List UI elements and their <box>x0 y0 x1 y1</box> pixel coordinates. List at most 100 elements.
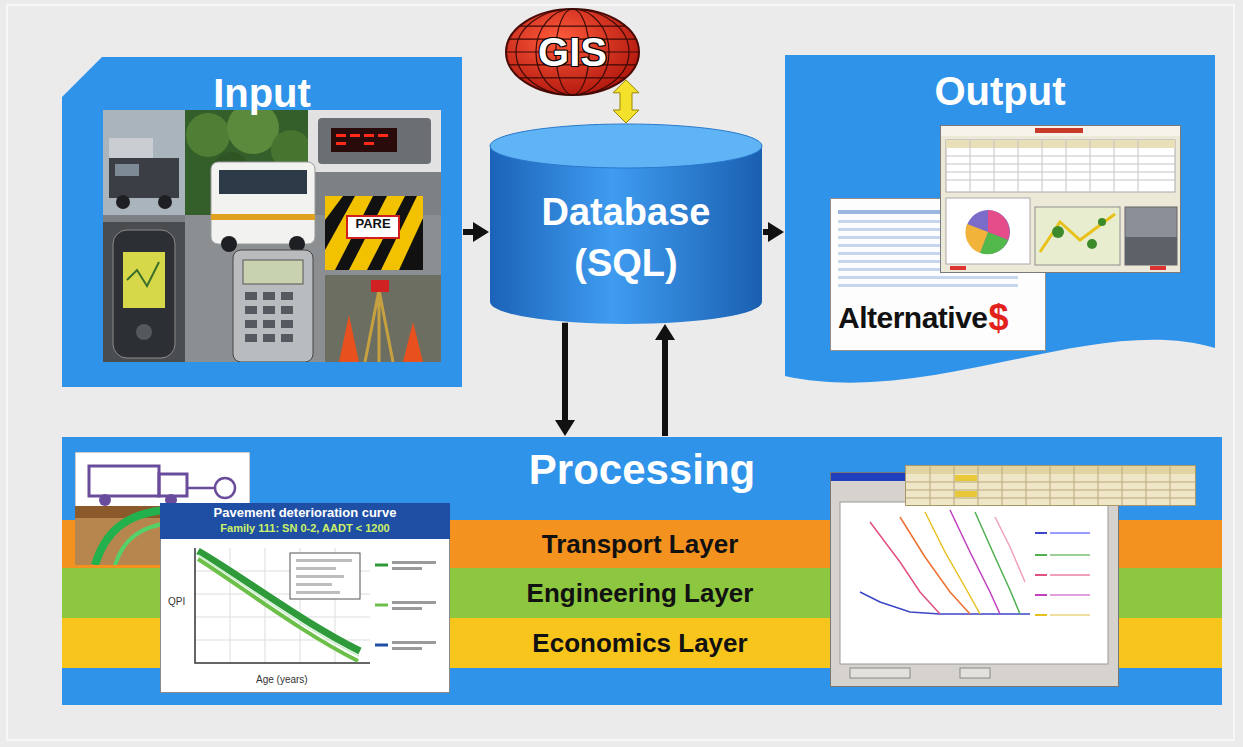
line-shape <box>946 172 1175 173</box>
rect-shape <box>1035 532 1047 534</box>
g-shape <box>195 548 370 663</box>
rect-shape <box>263 306 275 314</box>
rect-shape <box>325 196 423 270</box>
line-shape <box>1042 140 1043 192</box>
rect-shape <box>331 128 397 152</box>
rect-shape <box>838 284 1018 287</box>
rect-shape <box>89 466 159 496</box>
rect-shape <box>296 583 332 586</box>
panel-shape <box>62 57 462 387</box>
rect-shape <box>1035 207 1120 265</box>
node-title: GIS <box>505 28 640 76</box>
rect-shape <box>263 320 275 328</box>
circle-shape <box>186 113 230 157</box>
circle-shape <box>221 236 237 252</box>
rect-shape <box>115 164 139 176</box>
globe-parallel <box>519 77 625 78</box>
rect-shape <box>123 252 165 308</box>
database-cylinder: Database (SQL) <box>490 124 762 324</box>
axis-label: QPI <box>168 596 185 608</box>
output-panel: Output <box>785 55 1215 390</box>
flow-arrow <box>655 324 675 436</box>
line-shape <box>978 466 979 505</box>
rect-shape <box>263 334 275 342</box>
rect-shape <box>325 275 441 362</box>
rect-shape <box>296 567 336 570</box>
flow-arrow <box>463 222 489 242</box>
cylinder-top <box>490 124 762 168</box>
line-shape <box>1074 466 1075 505</box>
path-shape <box>975 512 1020 614</box>
line-shape <box>946 164 1175 165</box>
rect-shape <box>336 134 346 137</box>
dollar-sign: $ <box>989 296 1009 339</box>
path-shape <box>195 548 370 663</box>
rect-shape <box>1050 594 1090 596</box>
globe-parallel <box>519 26 625 27</box>
rect-shape <box>392 601 436 604</box>
path-shape <box>995 517 1025 582</box>
panel-shape <box>785 55 1215 383</box>
circle-shape <box>136 324 152 340</box>
rect-shape <box>281 292 293 300</box>
rect-shape <box>392 641 436 644</box>
circle-shape <box>1052 226 1064 238</box>
rect-shape <box>103 110 185 215</box>
flow-arrow <box>555 323 575 436</box>
rect-shape <box>318 118 431 164</box>
path-shape <box>127 262 159 286</box>
line-shape <box>946 180 1175 181</box>
rect-shape <box>211 162 315 244</box>
circle-shape <box>966 210 1010 254</box>
line-shape <box>1018 140 1019 192</box>
rect-shape <box>941 126 1181 273</box>
rect-shape <box>245 292 257 300</box>
rect-shape <box>392 561 436 564</box>
node-title: Economics Layer <box>452 628 828 659</box>
rect-shape <box>159 474 187 496</box>
axis-label: Age (years) <box>256 674 308 686</box>
node-title: Database (SQL) <box>511 187 741 290</box>
rect-shape <box>960 668 990 678</box>
polygon-shape <box>403 322 423 362</box>
line-shape <box>1098 466 1099 505</box>
line-shape <box>946 156 1175 157</box>
line-shape <box>1002 466 1003 505</box>
line-shape <box>954 466 955 505</box>
sign-text: PARE <box>347 216 399 232</box>
path-shape <box>950 510 1000 614</box>
rect-shape <box>336 142 346 145</box>
rect-shape <box>1035 614 1047 616</box>
globe-shape <box>506 9 639 95</box>
rect-shape <box>840 502 1108 664</box>
rect-shape <box>245 306 257 314</box>
rect-shape <box>290 553 360 599</box>
circle-shape <box>99 494 111 506</box>
rect-shape <box>838 276 1018 279</box>
rect-shape <box>1035 574 1047 576</box>
rect-shape <box>1150 266 1166 270</box>
line-shape <box>1050 466 1051 505</box>
rect-shape <box>1035 128 1083 133</box>
rect-shape <box>850 668 910 678</box>
alternatives-word: Alternative <box>838 300 988 336</box>
input-panel: Input <box>62 57 462 387</box>
scenario-screenshot <box>830 462 1196 688</box>
rect-shape <box>946 140 1175 148</box>
rect-shape <box>296 575 344 578</box>
rect-shape <box>103 222 185 362</box>
g-shape <box>906 466 1195 505</box>
rect-shape <box>392 647 422 650</box>
line-shape <box>1122 466 1123 505</box>
rect-shape <box>296 591 340 594</box>
line-shape <box>930 466 931 505</box>
node-title: Processing <box>62 445 1222 495</box>
line-shape <box>1170 466 1171 505</box>
rect-shape <box>296 559 352 562</box>
rect-shape <box>281 334 293 342</box>
rect-shape <box>308 110 441 172</box>
path-shape <box>925 512 980 614</box>
node-title: Engineering Layer <box>452 578 828 609</box>
rect-shape <box>378 134 388 137</box>
path-shape <box>860 592 1030 614</box>
